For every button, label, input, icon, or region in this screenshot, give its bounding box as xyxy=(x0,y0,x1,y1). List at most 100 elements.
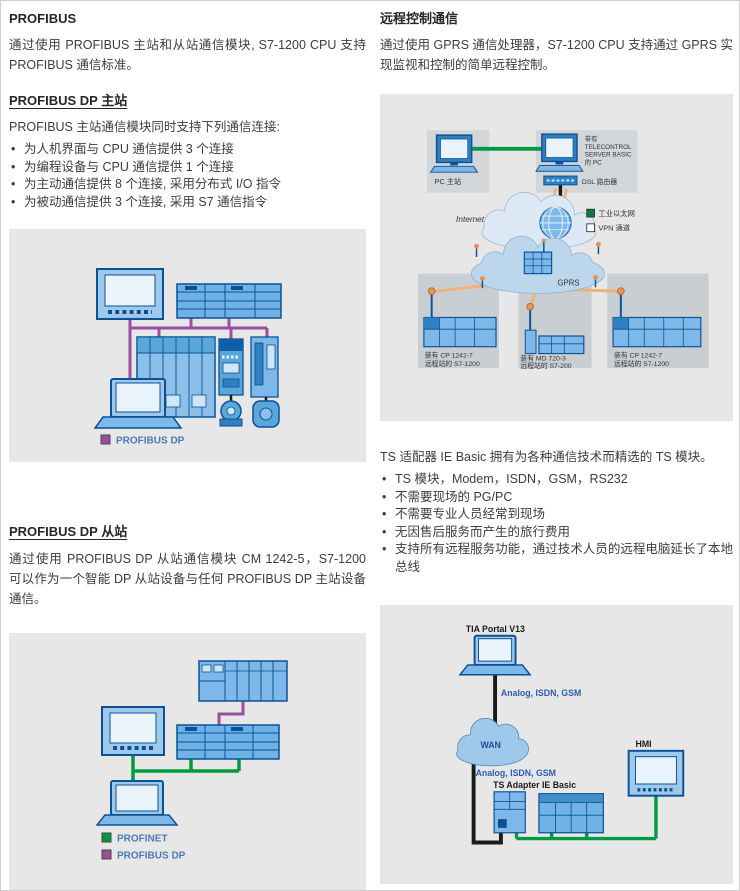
list-item: 不需要专业人员经常到现场 xyxy=(380,506,733,524)
remote-control-heading: 远程控制通信 xyxy=(380,11,459,26)
list-item: 为主动通信提供 8 个连接, 采用分布式 I/O 指令 xyxy=(9,176,366,194)
diagram-legend: PROFINET PROFIBUS DP xyxy=(101,832,186,862)
internet-cloud-icon xyxy=(481,191,597,250)
label-line: 远程站的 S7-200 xyxy=(520,361,571,370)
station-label: 装有 CP 1242-7 远程站的 S7-1200 xyxy=(425,350,480,368)
ts-adapter-svg: TIA Portal V13 Analog, ISDN, GSM xyxy=(456,624,685,845)
telecontrol-server-pc-icon xyxy=(535,133,584,172)
wan-label: WAN xyxy=(480,740,500,750)
list-item: 无因售后服务而产生的旅行费用 xyxy=(380,524,733,542)
list-item: 不需要现场的 PG/PC xyxy=(380,489,733,507)
label-line: 装有 CP 1242-7 xyxy=(425,350,473,359)
legend-label: VPN 通道 xyxy=(598,224,630,233)
legend-label: PROFINET xyxy=(117,834,168,845)
ts-adapter-label: TS Adapter IE Basic xyxy=(493,780,576,790)
analog-isdn-gsm-label: Analog, ISDN, GSM xyxy=(501,688,581,698)
label-line: 带有 xyxy=(585,134,598,143)
right-column: 远程控制通信 通过使用 GPRS 通信处理器，S7-1200 CPU 支持通过 … xyxy=(380,11,733,890)
antenna-icon xyxy=(427,287,436,295)
remote-station-icon xyxy=(612,287,702,348)
telecontrol-server-label: 带有 TELECONTROL SERVER BASIC 的 PC xyxy=(585,134,632,166)
legend-swatch-profinet xyxy=(101,832,112,843)
analog-isdn-gsm-label: Analog, ISDN, GSM xyxy=(476,768,556,778)
legend-label: PROFIBUS DP xyxy=(117,851,186,862)
gprs-label: GPRS xyxy=(557,278,579,287)
list-item: TS 模块，Modem，ISDN，GSM，RS232 xyxy=(380,471,733,489)
s7-1200-plc-icon xyxy=(176,283,282,319)
laptop-icon xyxy=(458,634,532,676)
laptop-icon xyxy=(95,780,179,826)
list-item: 支持所有远程服务功能，通过技术人员的远程电脑延长了本地总线 xyxy=(380,541,733,576)
wan-cloud-icon: WAN xyxy=(456,717,529,767)
profibus-dp-slave-diagram: PROFINET PROFIBUS DP xyxy=(9,633,366,890)
remote-station-icon xyxy=(524,302,585,355)
gprs-telecontrol-diagram: PC 主站 带有 TELECONTROL SERVER BASIC 的 PC xyxy=(380,94,733,421)
legend-swatch-profibus xyxy=(100,434,111,445)
ts-adapter-paragraph: TS 适配器 IE Basic 拥有为各种通信技术而精选的 TS 模块。 xyxy=(380,450,713,464)
wan-links xyxy=(471,674,503,845)
laptop-icon xyxy=(93,378,183,429)
profibus-dp-lines xyxy=(128,318,269,379)
label-line: SERVER BASIC xyxy=(585,152,632,159)
dp-master-svg: PROFIBUS DP xyxy=(93,268,282,447)
label-line: TELECONTROL xyxy=(585,144,632,151)
label-line: 装有 MD 720-3 xyxy=(520,353,566,362)
diagram-legend: 工业以太网 VPN 通道 xyxy=(586,208,635,233)
dp-slave-heading: PROFIBUS DP 从站 xyxy=(9,524,128,539)
left-column: PROFIBUS 通过使用 PROFIBUS 主站和从站通信模块, S7-120… xyxy=(9,11,366,890)
label-line: 的 PC xyxy=(585,157,602,166)
profibus-intro-paragraph: 通过使用 PROFIBUS 主站和从站通信模块, S7-1200 CPU 支持 … xyxy=(9,38,366,72)
gprs-svg: PC 主站 带有 TELECONTROL SERVER BASIC 的 PC xyxy=(418,130,709,370)
dsl-router-label: DSL 路由器 xyxy=(582,177,618,186)
hmi-label: HMI xyxy=(635,739,651,749)
station-label: 装有 CP 1242-7 远程站的 S7-1200 xyxy=(614,350,669,368)
ts-adapter-diagram: TIA Portal V13 Analog, ISDN, GSM xyxy=(380,605,733,884)
drive-icon xyxy=(250,336,279,398)
list-item: 为编程设备与 CPU 通信提供 1 个连接 xyxy=(9,159,366,177)
ts-bullet-list: TS 模块，Modem，ISDN，GSM，RS232 不需要现场的 PG/PC … xyxy=(380,471,733,576)
antenna-icon xyxy=(526,302,534,311)
motor-icon xyxy=(252,400,280,428)
internet-label: Internet xyxy=(456,215,485,224)
dp-slave-paragraph: 通过使用 PROFIBUS DP 从站通信模块 CM 1242-5，S7-120… xyxy=(9,552,366,606)
label-line: 远程站的 S7-1200 xyxy=(425,359,480,368)
antenna-icon xyxy=(617,287,625,295)
legend-label: 工业以太网 xyxy=(598,209,634,218)
hmi-panel-icon xyxy=(101,706,165,756)
remote-control-intro: 通过使用 GPRS 通信处理器，S7-1200 CPU 支持通过 GPRS 实现… xyxy=(380,38,733,72)
drive-icon xyxy=(218,338,244,396)
antenna-icon xyxy=(474,241,601,289)
motor-icon xyxy=(219,400,243,427)
s7-1200-plc-icon xyxy=(538,793,604,834)
legend-swatch-vpn xyxy=(586,223,595,233)
s7-1200-plc-icon xyxy=(176,724,280,760)
dp-slave-svg: PROFINET PROFIBUS DP xyxy=(95,660,288,862)
list-item: 为被动通信提供 3 个连接, 采用 S7 通信指令 xyxy=(9,194,366,212)
ts-adapter-module-icon xyxy=(493,791,526,834)
base-station-icon xyxy=(523,238,553,275)
dp-master-heading: PROFIBUS DP 主站 xyxy=(9,93,128,108)
legend-swatch-profibus xyxy=(101,849,112,860)
label-line: 装有 CP 1242-7 xyxy=(614,350,662,359)
hmi-panel-icon xyxy=(96,268,164,320)
profinet-lines xyxy=(131,755,241,781)
station-label: 装有 MD 720-3 远程站的 S7-200 xyxy=(520,353,571,370)
legend-swatch-ethernet xyxy=(586,208,595,218)
legend-label: PROFIBUS DP xyxy=(116,436,185,447)
hmi-panel-icon xyxy=(627,749,685,797)
profibus-heading: PROFIBUS xyxy=(9,11,77,26)
profibus-dp-line xyxy=(217,701,245,725)
dp-master-bullet-list: 为人机界面与 CPU 通信提供 3 个连接 为编程设备与 CPU 通信提供 1 … xyxy=(9,141,366,211)
dsl-router-icon xyxy=(543,175,578,186)
label-line: 远程站的 S7-1200 xyxy=(614,359,669,368)
pc-workstation-icon xyxy=(429,134,479,173)
list-item: 为人机界面与 CPU 通信提供 3 个连接 xyxy=(9,141,366,159)
tia-portal-label: TIA Portal V13 xyxy=(466,624,525,634)
remote-station-icon xyxy=(423,287,497,348)
s7-300-rack-icon xyxy=(198,660,288,702)
profibus-dp-master-diagram: PROFIBUS DP xyxy=(9,229,366,462)
diagram-legend: PROFIBUS DP xyxy=(100,434,185,447)
dp-master-intro: PROFIBUS 主站通信模块同时支持下列通信连接: xyxy=(9,120,280,134)
pc-station-label: PC 主站 xyxy=(435,177,462,186)
